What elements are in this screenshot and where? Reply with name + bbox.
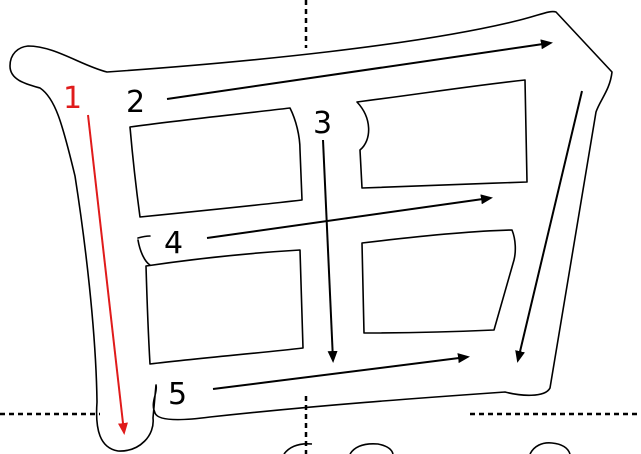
stroke-4-arrow (206, 194, 493, 239)
stroke-4-label: 4 (164, 226, 183, 261)
stroke-2-arrow (166, 39, 553, 100)
stroke-2-down-arrow (515, 90, 583, 363)
stroke-1-arrow (87, 114, 128, 435)
character-outline (9, 10, 613, 452)
lower-left-box (145, 249, 304, 365)
stroke-3-arrow (322, 139, 338, 363)
fragment-outline-2 (349, 443, 394, 454)
stroke-5-label: 5 (168, 377, 187, 412)
upper-left-box (129, 107, 303, 218)
stroke-5-arrow (212, 353, 470, 390)
stroke-1-label: 1 (63, 81, 82, 116)
upper-right-box (356, 79, 528, 189)
fragment-outline-1 (283, 443, 313, 454)
middle-bar-notch (137, 235, 151, 266)
stroke-labels: 1 2 3 4 5 (63, 81, 332, 412)
stroke-3-label: 3 (313, 106, 332, 141)
lower-right-box (361, 229, 517, 334)
next-character-fragments (283, 442, 571, 454)
stroke-arrows (87, 39, 583, 435)
fragment-outline-3 (529, 442, 571, 454)
outer-outline (9, 10, 613, 452)
stroke-2-label: 2 (126, 85, 145, 120)
